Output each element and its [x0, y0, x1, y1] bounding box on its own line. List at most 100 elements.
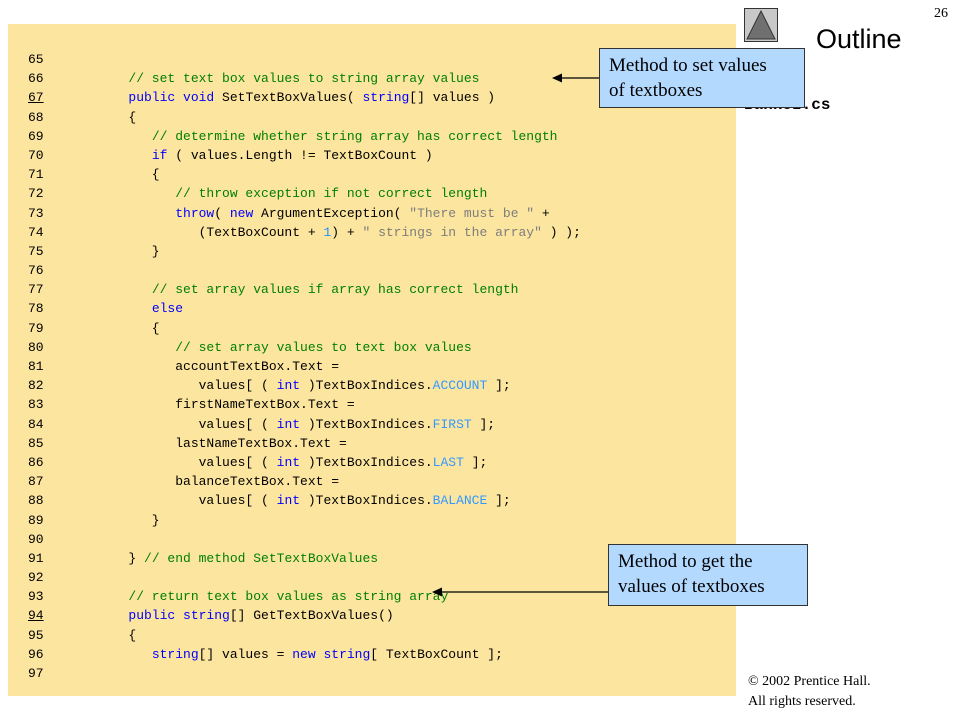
- line-number: 84: [28, 416, 44, 432]
- code-line: 89 }: [28, 511, 581, 530]
- callout-set-values-line1: Method to set values: [609, 55, 767, 76]
- code-token: accountTextBox.Text =: [105, 359, 340, 374]
- code-token: // set text box values to string array v…: [128, 71, 480, 87]
- code-token: int: [276, 378, 301, 394]
- code-token: values[ (: [105, 416, 277, 432]
- code-line: 80 // set array values to text box value…: [28, 338, 581, 357]
- code-token: (TextBoxCount +: [105, 224, 324, 240]
- line-number: 83: [28, 397, 44, 413]
- code-token: )TextBoxIndices.: [300, 493, 433, 509]
- code-line: 76: [28, 261, 581, 280]
- line-number: 73: [28, 205, 44, 221]
- code-line: 87 balanceTextBox.Text =: [28, 472, 581, 491]
- line-number: 81: [28, 359, 44, 374]
- code-token: )TextBoxIndices.: [300, 454, 433, 470]
- code-token: string: [323, 646, 371, 662]
- copyright-line2: All rights reserved.: [748, 694, 856, 709]
- code-token: // set array values to text box values: [175, 339, 472, 355]
- code-line: 86 values[ ( int )TextBoxIndices.LAST ];: [28, 453, 581, 472]
- code-token: new: [229, 205, 254, 221]
- code-line: 88 values[ ( int )TextBoxIndices.BALANCE…: [28, 491, 581, 510]
- code-token: LAST: [432, 454, 464, 470]
- code-token: +: [534, 205, 550, 221]
- code-token: ArgumentException(: [253, 205, 410, 221]
- code-token: ) );: [541, 224, 581, 240]
- code-token: [ TextBoxCount ];: [370, 646, 503, 662]
- code-token: string: [362, 90, 410, 106]
- copyright-line1: © 2002 Prentice Hall.: [748, 674, 871, 689]
- code-line: 70 if ( values.Length != TextBoxCount ): [28, 146, 581, 165]
- code-line: 81 accountTextBox.Text =: [28, 357, 581, 376]
- line-number: 91: [28, 550, 44, 566]
- code-token: ];: [487, 493, 511, 509]
- code-line: 83 firstNameTextBox.Text =: [28, 395, 581, 414]
- code-line: 91 } // end method SetTextBoxValues: [28, 549, 581, 568]
- outline-title[interactable]: Outline: [816, 24, 902, 54]
- code-line: 82 values[ ( int )TextBoxIndices.ACCOUNT…: [28, 376, 581, 395]
- code-token: // throw exception if not correct length: [175, 186, 488, 202]
- code-token: public: [128, 90, 176, 106]
- code-line: 84 values[ ( int )TextBoxIndices.FIRST ]…: [28, 415, 581, 434]
- code-token: if: [151, 147, 168, 163]
- code-line: 95 {: [28, 626, 581, 645]
- code-token: else: [151, 301, 184, 317]
- code-token: {: [105, 167, 160, 183]
- code-line: 68 {: [28, 108, 581, 127]
- code-line: 97: [28, 664, 581, 683]
- code-line: 94 public string[] GetTextBoxValues(): [28, 606, 581, 625]
- line-number: 86: [28, 454, 44, 470]
- code-token: " strings in the array": [362, 224, 542, 240]
- code-listing: 65 66 // set text box values to string ar…: [28, 50, 581, 683]
- code-line: 73 throw( new ArgumentException( "There …: [28, 204, 581, 223]
- code-token: values[ (: [105, 493, 277, 509]
- line-number: 70: [28, 147, 44, 163]
- line-number: 69: [28, 128, 44, 144]
- code-line: 77 // set array values if array has corr…: [28, 280, 581, 299]
- callout-set-values-line2: of textboxes: [609, 80, 703, 101]
- code-token: ];: [471, 416, 496, 432]
- code-token: }: [105, 512, 160, 528]
- code-token: [] values ): [409, 90, 496, 106]
- code-token: firstNameTextBox.Text =: [105, 397, 355, 413]
- line-number: 96: [28, 646, 44, 662]
- line-number: 76: [28, 263, 44, 279]
- code-token: ( values.Length != TextBoxCount ): [167, 147, 433, 163]
- code-line: 85 lastNameTextBox.Text =: [28, 434, 581, 453]
- code-token: SetTextBoxValues(: [214, 90, 363, 106]
- code-token: lastNameTextBox.Text =: [105, 435, 347, 451]
- line-number: 68: [28, 109, 44, 125]
- code-line: 74 (TextBoxCount + 1) + " strings in the…: [28, 223, 581, 242]
- code-token: FIRST: [432, 416, 472, 432]
- code-token: ACCOUNT: [432, 378, 488, 394]
- code-token: "There must be ": [409, 205, 535, 221]
- code-line: 69 // determine whether string array has…: [28, 127, 581, 146]
- code-token: )TextBoxIndices.: [300, 416, 433, 432]
- code-line: 66 // set text box values to string arra…: [28, 69, 581, 88]
- code-token: new: [292, 646, 316, 662]
- code-token: string: [183, 608, 230, 624]
- line-number: 77: [28, 282, 44, 298]
- code-token: // return text box values as string arra…: [128, 589, 449, 605]
- code-line: 78 else: [28, 299, 581, 318]
- copyright: © 2002 Prentice Hall. All rights reserve…: [748, 672, 871, 712]
- line-number: 71: [28, 167, 44, 183]
- code-token: ];: [487, 378, 511, 394]
- triangle-up-icon[interactable]: [744, 8, 778, 42]
- arrowhead-set-values: [552, 73, 562, 83]
- line-number: 65: [28, 52, 44, 67]
- code-line: 65: [28, 50, 581, 69]
- code-token: int: [276, 416, 301, 432]
- code-token: // set array values if array has correct…: [151, 282, 519, 298]
- line-number: 93: [28, 589, 44, 605]
- callout-get-values-line2: values of textboxes: [618, 576, 765, 597]
- line-number: 79: [28, 320, 44, 336]
- code-token: public: [128, 608, 176, 624]
- slide-number: 26: [934, 6, 948, 21]
- code-token: void: [183, 90, 215, 106]
- code-token: values[ (: [105, 378, 277, 394]
- line-number: 74: [28, 224, 44, 240]
- code-line: 96 string[] values = new string[ TextBox…: [28, 645, 581, 664]
- code-line: 90: [28, 530, 581, 549]
- callout-get-values: Method to get the values of textboxes: [608, 544, 808, 606]
